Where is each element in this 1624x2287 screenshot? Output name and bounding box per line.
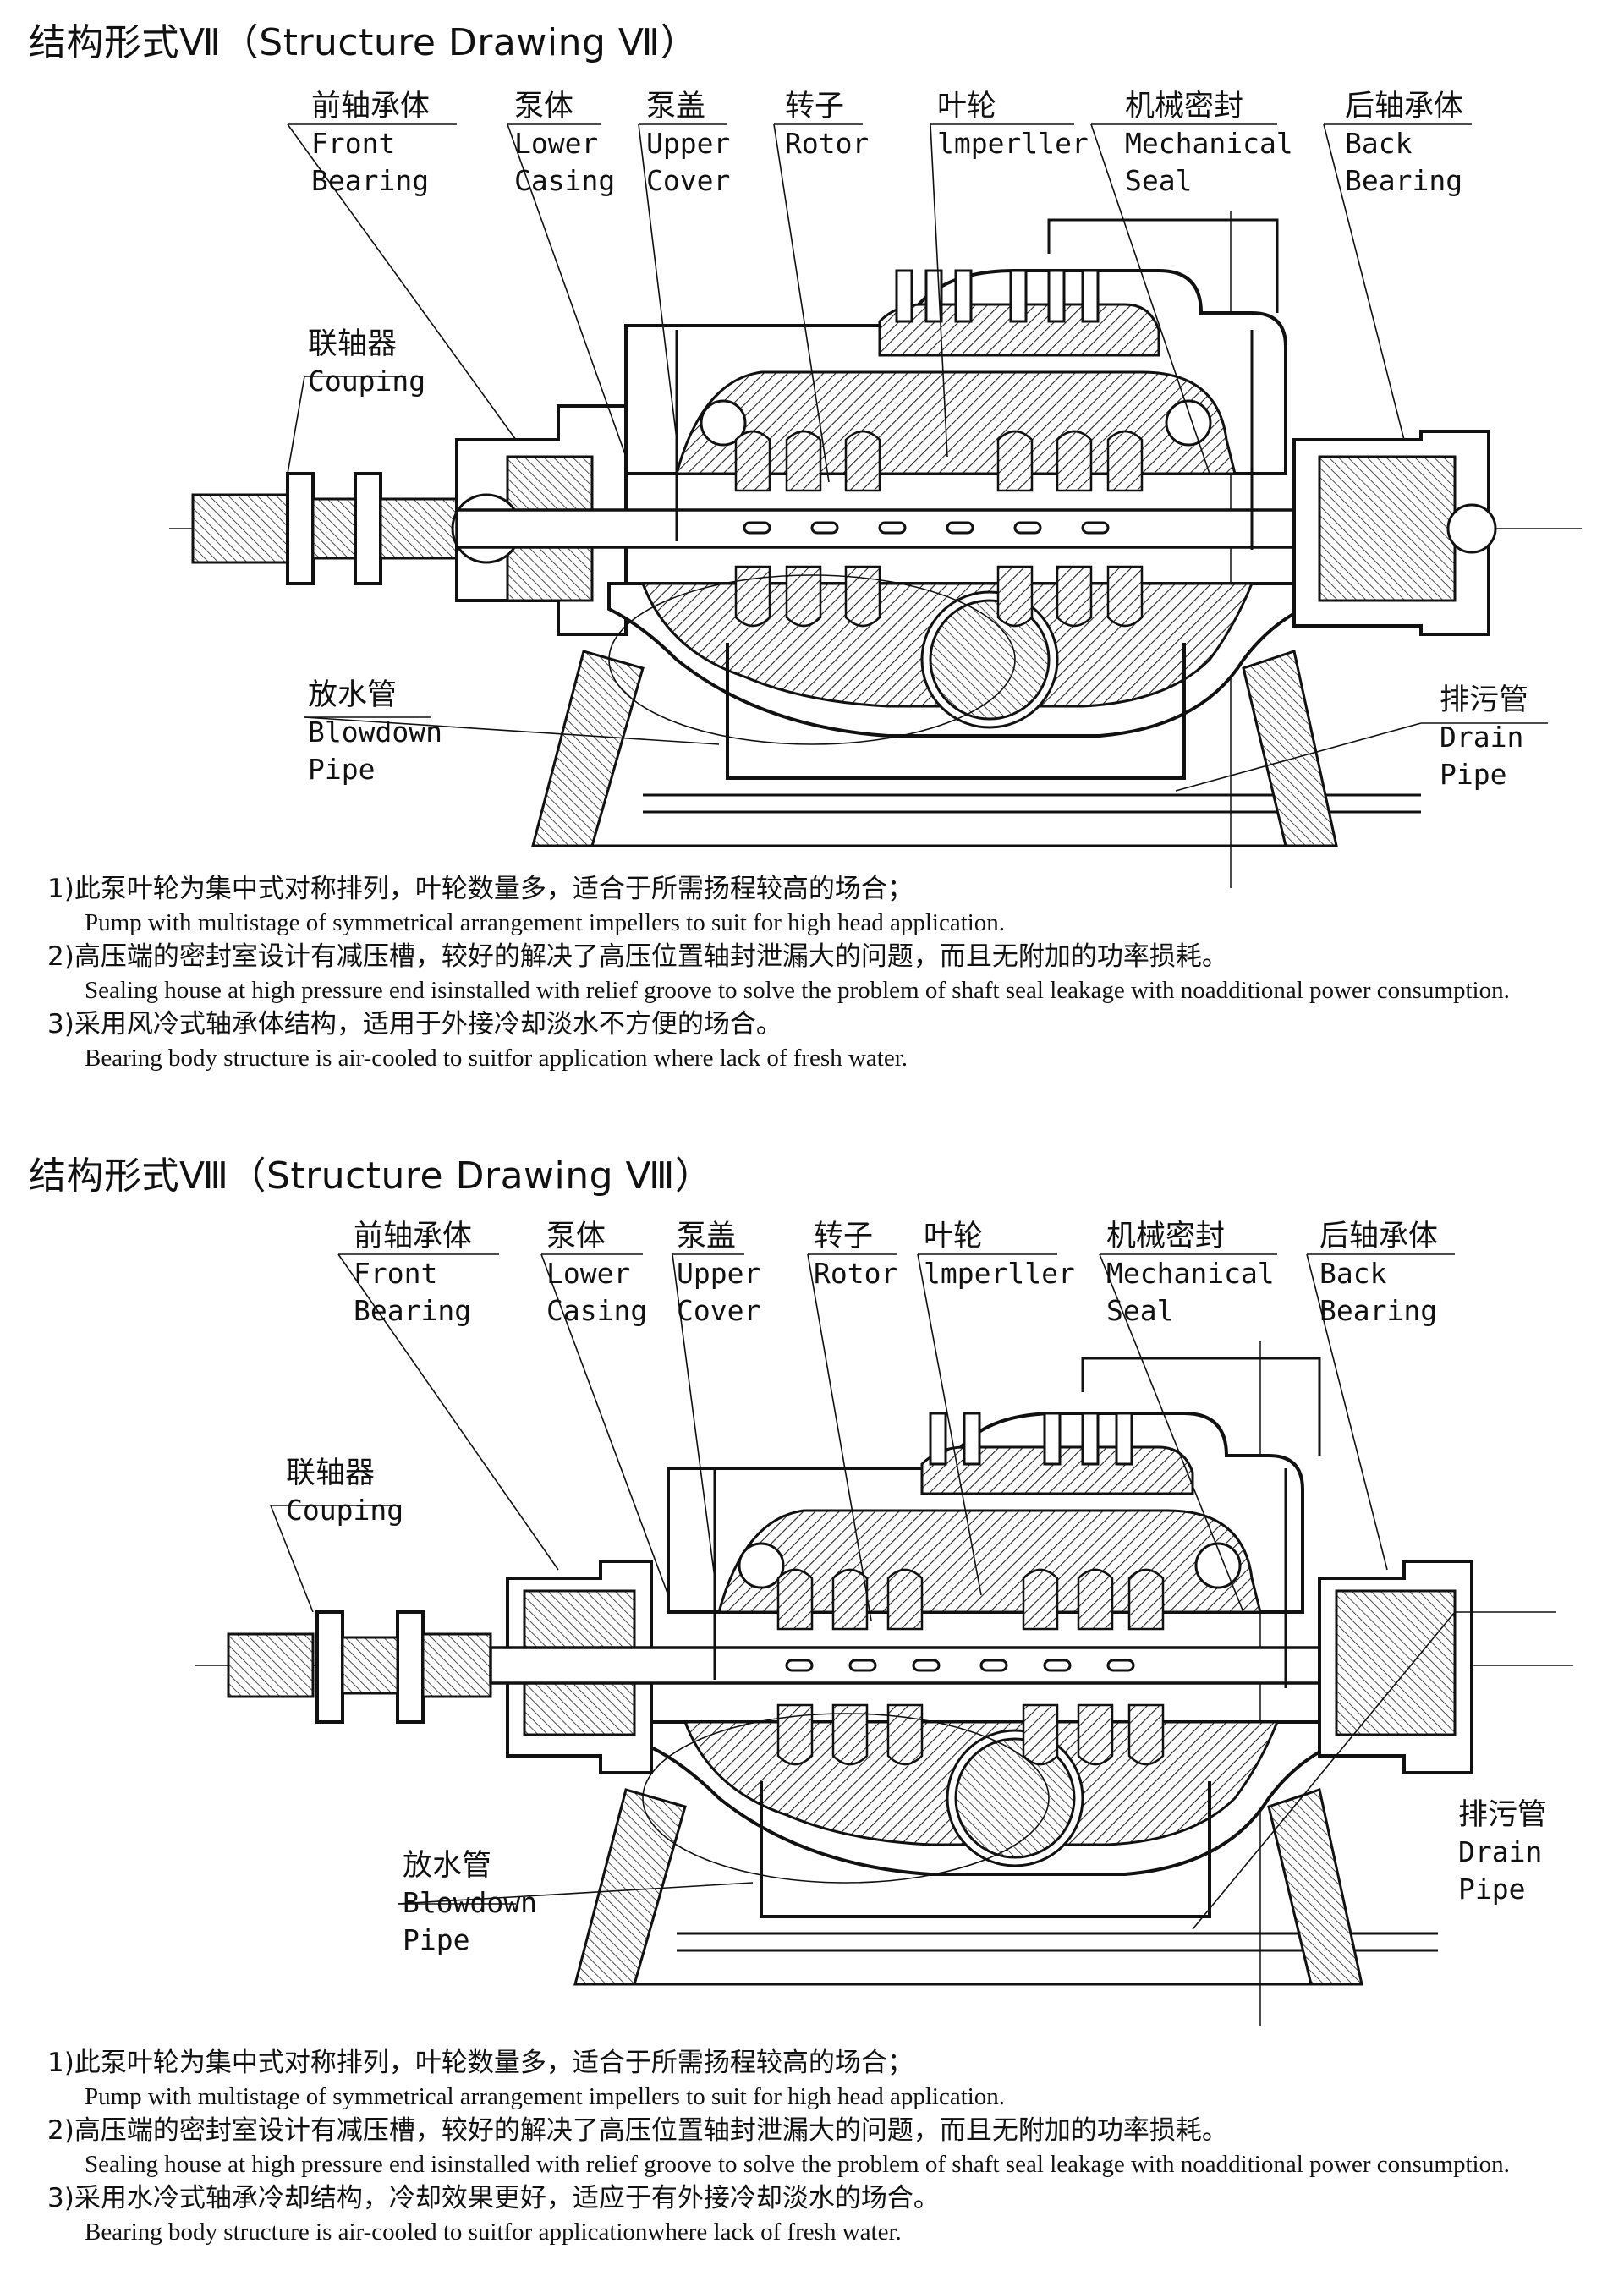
label-rotor: 转子 Rotor [814,1218,897,1292]
label-lower-casing-en-1: Lower [546,1257,631,1290]
label-drain-pipe-zh: 排污管 [1440,683,1529,717]
label-blowdown-pipe-en-1: Blowdown [308,716,442,749]
drawing-viii: 前轴承体 Front Bearing 泵体 Lower Casing 泵盖 Up… [0,1130,1624,2026]
label-impeller: 叶轮 lmperller [924,1218,1075,1292]
label-mechanical-seal-zh: 机械密封 [1125,90,1244,123]
label-drain-pipe-zh: 排污管 [1458,1798,1548,1832]
label-drain-pipe: 排污管 Drain Pipe [1440,682,1528,793]
label-blowdown-pipe: 放水管 Blowdown Pipe [308,677,442,788]
label-coupling: 联轴器 Couping [308,326,425,400]
label-blowdown-pipe-en-2: Pipe [308,753,376,786]
label-front-bearing: 前轴承体 Front Bearing [311,88,430,200]
note-viii-2-zh: 2)高压端的密封室设计有减压槽，较好的解决了高压位置轴封泄漏大的问题，而且无附加… [47,2115,1228,2146]
label-coupling-en-1: Couping [286,1494,404,1527]
note-viii-1-zh: 1)此泵叶轮为集中式对称排列，叶轮数量多，适合于所需扬程较高的场合； [47,2048,914,2078]
label-mechanical-seal-zh: 机械密封 [1106,1220,1226,1253]
note-vii-2-zh: 2)高压端的密封室设计有减压槽，较好的解决了高压位置轴封泄漏大的问题，而且无附加… [47,941,1228,972]
label-upper-cover-zh: 泵盖 [677,1220,737,1253]
label-back-bearing-zh: 后轴承体 [1320,1220,1439,1253]
note-viii-3-zh: 3)采用水冷式轴承冷却结构，冷却效果更好，适应于有外接冷却淡水的场合。 [47,2183,940,2213]
drawing-vii-title: 结构形式Ⅶ（Structure Drawing Ⅶ） [29,21,699,64]
label-impeller-en-1: lmperller [924,1257,1075,1290]
drawing-viii-title: 结构形式Ⅷ（Structure Drawing Ⅷ） [29,1154,713,1198]
label-front-bearing-zh: 前轴承体 [354,1220,473,1253]
note-viii-1-en: Pump with multistage of symmetrical arra… [85,2083,1006,2110]
label-coupling-en-1: Couping [308,365,426,398]
notes-vii: 1)此泵叶轮为集中式对称排列，叶轮数量多，适合于所需扬程较高的场合； Pump … [47,871,1604,1074]
label-drain-pipe-en-2: Pipe [1458,1873,1526,1906]
label-mechanical-seal-en-2: Seal [1125,164,1193,197]
label-lower-casing-zh: 泵体 [514,90,574,123]
label-front-bearing-en-1: Front [311,127,396,160]
note-vii-1-zh: 1)此泵叶轮为集中式对称排列，叶轮数量多，适合于所需扬程较高的场合； [47,874,914,904]
label-front-bearing-en-1: Front [354,1257,438,1290]
label-impeller-zh: 叶轮 [937,90,997,123]
label-mechanical-seal: 机械密封 Mechanical Seal [1125,88,1293,200]
label-upper-cover: 泵盖 Upper Cover [646,88,730,200]
note-viii-3-en: Bearing body structure is air-cooled to … [85,2218,902,2246]
label-rotor-en-1: Rotor [814,1257,898,1290]
label-upper-cover: 泵盖 Upper Cover [677,1218,760,1330]
note-vii-3-en: Bearing body structure is air-cooled to … [85,1045,908,1072]
label-lower-casing-zh: 泵体 [546,1220,606,1253]
label-drain-pipe-en-2: Pipe [1440,758,1507,791]
pump-cross-section-viii [195,1253,1573,2026]
label-mechanical-seal: 机械密封 Mechanical Seal [1106,1218,1275,1330]
label-coupling: 联轴器 Couping [286,1455,403,1529]
label-mechanical-seal-en-2: Seal [1106,1294,1174,1327]
label-front-bearing: 前轴承体 Front Bearing [354,1218,472,1330]
label-drain-pipe: 排污管 Drain Pipe [1458,1796,1547,1908]
label-rotor-zh: 转子 [785,90,845,123]
label-front-bearing-zh: 前轴承体 [311,90,431,123]
label-back-bearing-en-2: Bearing [1320,1294,1438,1327]
note-viii-2-en: Sealing house at high pressure end isins… [85,2151,1510,2178]
label-lower-casing-en-1: Lower [514,127,599,160]
label-front-bearing-en-2: Bearing [354,1294,472,1327]
drawing-vii: 前轴承体 Front Bearing 泵体 Lower Casing 泵盖 Up… [0,0,1624,888]
label-back-bearing-en-1: Back [1320,1257,1387,1290]
pump-cross-section-vii [169,123,1582,888]
label-blowdown-pipe-zh: 放水管 [403,1849,492,1883]
label-rotor-zh: 转子 [814,1220,874,1253]
label-mechanical-seal-en-1: Mechanical [1125,127,1293,160]
label-coupling-zh: 联轴器 [286,1456,376,1490]
label-lower-casing-en-2: Casing [514,164,616,197]
label-upper-cover-en-1: Upper [646,127,731,160]
label-blowdown-pipe: 放水管 Blowdown Pipe [403,1847,537,1959]
label-blowdown-pipe-en-1: Blowdown [403,1886,537,1919]
label-drain-pipe-en-1: Drain [1440,721,1524,754]
label-back-bearing-en-1: Back [1345,127,1413,160]
label-impeller-en-1: lmperller [937,127,1089,160]
label-blowdown-pipe-en-2: Pipe [403,1923,470,1956]
label-upper-cover-en-2: Cover [677,1294,761,1327]
label-back-bearing: 后轴承体 Back Bearing [1320,1218,1438,1330]
label-mechanical-seal-en-1: Mechanical [1106,1257,1275,1290]
label-upper-cover-en-2: Cover [646,164,731,197]
label-blowdown-pipe-zh: 放水管 [308,678,398,712]
label-coupling-zh: 联轴器 [308,327,398,361]
note-vii-1-en: Pump with multistage of symmetrical arra… [85,909,1006,936]
label-rotor: 转子 Rotor [785,88,869,162]
label-lower-casing: 泵体 Lower Casing [514,88,615,200]
label-rotor-en-1: Rotor [785,127,870,160]
label-impeller-zh: 叶轮 [924,1220,984,1253]
label-front-bearing-en-2: Bearing [311,164,430,197]
label-drain-pipe-en-1: Drain [1458,1835,1543,1868]
notes-viii: 1)此泵叶轮为集中式对称排列，叶轮数量多，适合于所需扬程较高的场合； Pump … [47,2045,1604,2248]
label-upper-cover-zh: 泵盖 [646,90,706,123]
label-back-bearing: 后轴承体 Back Bearing [1345,88,1463,200]
label-back-bearing-zh: 后轴承体 [1345,90,1464,123]
label-back-bearing-en-2: Bearing [1345,164,1463,197]
note-vii-2-en: Sealing house at high pressure end isins… [85,977,1510,1004]
label-impeller: 叶轮 lmperller [937,88,1089,162]
label-upper-cover-en-1: Upper [677,1257,761,1290]
label-lower-casing-en-2: Casing [546,1294,648,1327]
label-lower-casing: 泵体 Lower Casing [546,1218,647,1330]
note-vii-3-zh: 3)采用风冷式轴承体结构，适用于外接冷却淡水不方便的场合。 [47,1009,782,1039]
